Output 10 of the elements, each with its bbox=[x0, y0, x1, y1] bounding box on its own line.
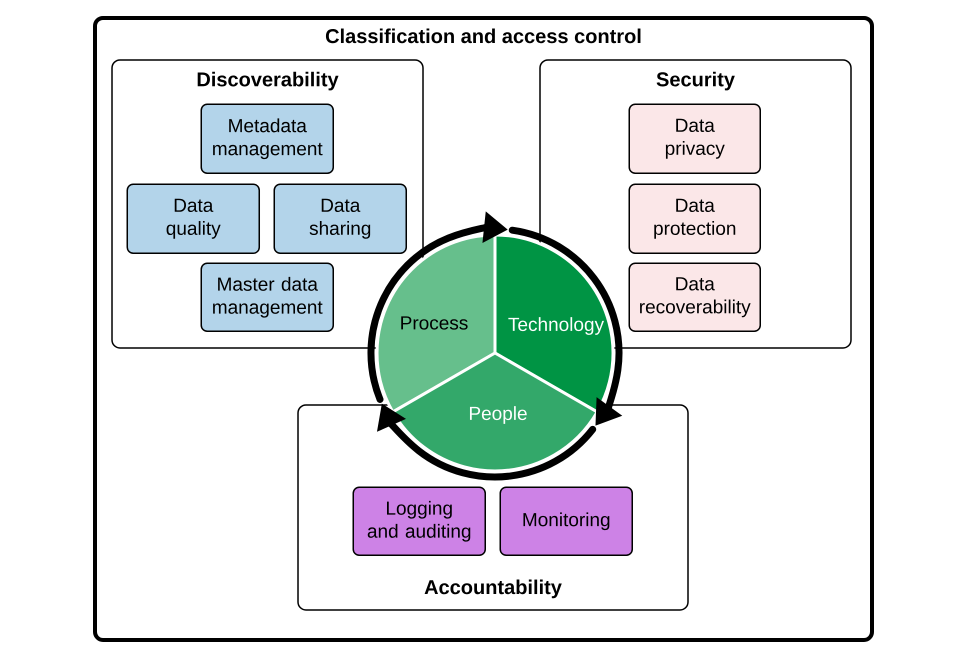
wheel-segment: People bbox=[391, 352, 599, 472]
process-box: Data quality bbox=[126, 184, 260, 254]
process-box: Monitoring bbox=[500, 486, 633, 556]
process-box: Data recoverability bbox=[628, 262, 761, 332]
process-box: Data protection bbox=[628, 184, 761, 254]
process-box: Metadata management bbox=[200, 104, 334, 174]
process-box: Data sharing bbox=[274, 184, 407, 254]
process-box: Master data management bbox=[200, 262, 334, 332]
process-box: Data privacy bbox=[628, 104, 761, 174]
process-box: Logging and auditing bbox=[352, 486, 486, 556]
